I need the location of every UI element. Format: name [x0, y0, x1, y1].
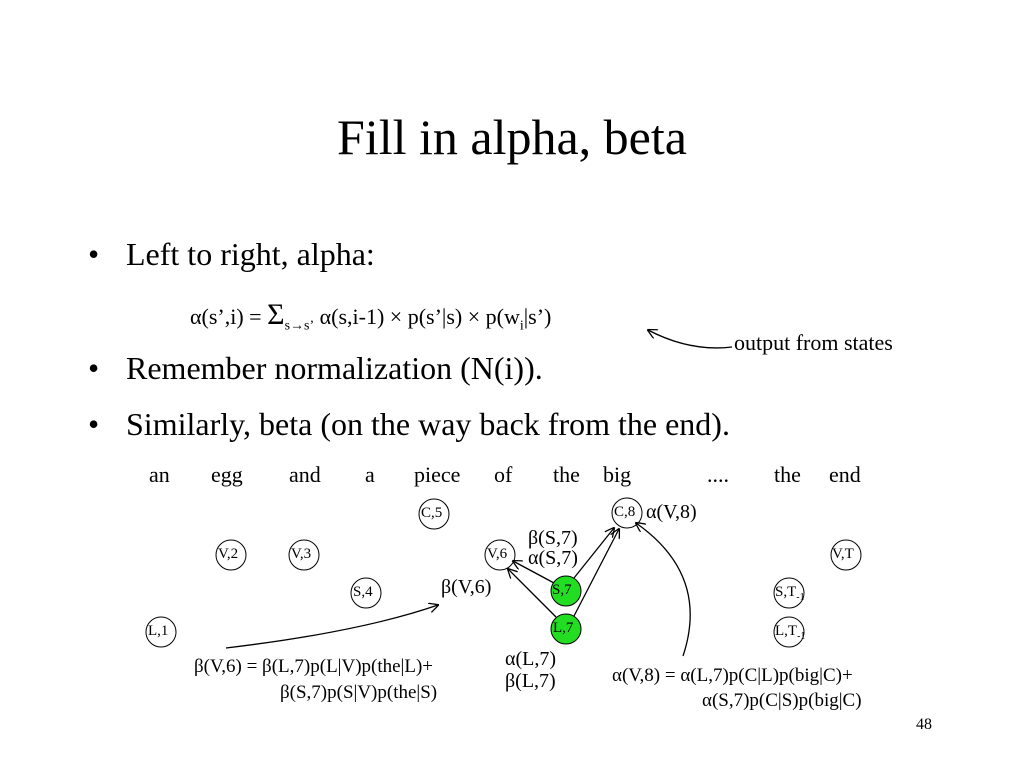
node-v3 — [288, 539, 320, 571]
node-l7 — [550, 613, 582, 645]
bullet-marker: • — [88, 236, 100, 272]
annot-beta-v6: β(V,6) — [441, 576, 492, 598]
bullet-marker: • — [88, 350, 100, 386]
formula-lhs: α(s’,i) = — [190, 304, 268, 329]
bullet-text: Remember normalization (N(i)). — [126, 350, 543, 386]
word: big — [603, 462, 632, 487]
node-v2 — [215, 539, 247, 571]
word: of — [494, 462, 513, 487]
arrow-l7-to-c8 — [573, 529, 619, 617]
slide-title: Fill in alpha, beta — [337, 109, 687, 165]
node-s4 — [350, 577, 382, 609]
node-label-s7: S,7 — [552, 582, 572, 598]
word: egg — [211, 462, 243, 487]
node-label-st: S,T-1 — [775, 584, 805, 603]
alpha-formula: α(s’,i) = Σs→s’ α(s,i-1) × p(s’|s) × p(w… — [190, 298, 551, 334]
word: .... — [707, 462, 729, 487]
node-l1 — [145, 616, 177, 648]
word: a — [365, 462, 375, 487]
node-vt — [830, 539, 862, 571]
word: an — [149, 462, 170, 487]
bullet-left-to-right: • Left to right, alpha: — [88, 236, 375, 273]
node-label-s4: S,4 — [353, 584, 373, 600]
node-label-lt-sub: -1 — [797, 631, 806, 642]
formula-end: |s’) — [523, 304, 552, 329]
word: the — [553, 462, 580, 487]
node-c5 — [418, 498, 450, 530]
bullet-beta: • Similarly, beta (on the way back from t… — [88, 406, 730, 443]
equation-alpha-v8-line1: α(V,8) = α(L,7)p(C|L)p(big|C)+ — [612, 665, 853, 686]
word: end — [829, 462, 861, 487]
annot-alpha-v8: α(V,8) — [646, 501, 697, 523]
word: and — [289, 462, 321, 487]
node-lt — [773, 616, 805, 648]
node-label-st-text: S,T — [775, 584, 797, 600]
word: piece — [414, 462, 461, 487]
node-label-lt: L,T-1 — [775, 623, 805, 642]
annot-alpha-l7: α(L,7) — [505, 648, 557, 670]
node-label-v2: V,2 — [218, 546, 239, 562]
node-label-l1: L,1 — [148, 623, 169, 639]
annot-alpha-s7: α(S,7) — [528, 547, 578, 569]
node-c8 — [611, 497, 643, 529]
node-label-vt: V,T — [832, 546, 854, 562]
node-s7 — [550, 575, 582, 607]
arrow-l7-to-v6 — [508, 569, 557, 618]
bullet-text: Similarly, beta (on the way back from th… — [126, 406, 730, 442]
annot-beta-l7: β(L,7) — [505, 670, 556, 692]
node-label-c5: C,5 — [421, 505, 443, 521]
word-subscript: i — [519, 318, 524, 334]
node-label-lt-text: L,T — [775, 623, 798, 639]
formula-rhs: α(s,i-1) × p(s’|s) × p(w — [314, 304, 520, 329]
arrow-beta-v6-eq — [225, 605, 438, 649]
arrow-s7-to-c8 — [573, 528, 614, 579]
arrow-output-note — [648, 330, 733, 349]
equation-beta-v6-line1: β(V,6) = β(L,7)p(L|V)p(the|L)+ — [194, 656, 434, 677]
bullet-normalization: • Remember normalization (N(i)). — [88, 350, 543, 387]
bullet-text: Left to right, alpha: — [126, 236, 375, 272]
bullet-marker: • — [88, 406, 100, 442]
arrow-alpha-v8-eq — [636, 523, 691, 657]
node-st — [773, 577, 805, 609]
node-label-st-sub: -1 — [796, 592, 805, 603]
equation-beta-v6-line2: β(S,7)p(S|V)p(the|S) — [280, 682, 438, 703]
word: the — [774, 462, 801, 487]
annot-beta-s7: β(S,7) — [528, 527, 578, 549]
node-label-c8: C,8 — [614, 504, 636, 520]
equation-alpha-v8-line2: α(S,7)p(C|S)p(big|C) — [702, 690, 862, 711]
arrow-s7-to-v6 — [513, 561, 555, 584]
node-label-v6: V,6 — [487, 546, 508, 562]
sigma-symbol: Σ — [267, 298, 285, 331]
node-v6 — [484, 539, 516, 571]
node-label-l7: L,7 — [553, 620, 574, 636]
node-label-v3: V,3 — [291, 546, 312, 562]
page-number: 48 — [916, 716, 932, 733]
output-note: output from states — [734, 330, 893, 355]
sigma-subscript: s→s’ — [284, 318, 315, 334]
